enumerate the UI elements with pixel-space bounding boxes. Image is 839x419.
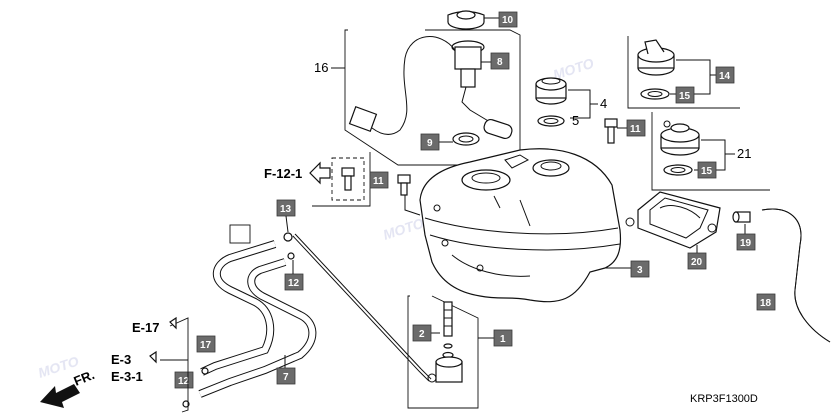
callout-12-a[interactable]	[284, 273, 304, 291]
diagram-code: KRP3F1300D	[690, 393, 758, 405]
callout-7-label: 7	[283, 372, 289, 383]
breather-tube-17	[200, 240, 277, 376]
callout-12-b[interactable]	[174, 371, 194, 389]
locking-cap-14	[637, 39, 675, 76]
callout-2[interactable]	[412, 324, 432, 342]
frame-21	[651, 112, 770, 191]
callout-12-b-label: 12	[178, 376, 190, 387]
frame-14	[627, 36, 740, 109]
callout-10[interactable]	[498, 11, 518, 28]
callout-15-b[interactable]	[697, 161, 717, 179]
ref-f12-1[interactable]: F-12-1	[264, 166, 302, 181]
watermark: MOTO	[381, 215, 426, 243]
front-label: FR.	[72, 367, 97, 389]
callout-12-a-label: 12	[288, 278, 300, 289]
label-16: 16	[314, 60, 328, 75]
filler-cap-4	[535, 77, 567, 105]
callout-18-label: 18	[760, 298, 772, 309]
pump-seal	[452, 132, 480, 146]
callout-3-label: 3	[637, 265, 643, 276]
clip-13	[283, 232, 293, 242]
frame-1	[407, 295, 479, 409]
label-21: 21	[737, 146, 751, 161]
callout-17[interactable]	[196, 335, 216, 353]
locking-cap-21	[660, 120, 700, 156]
filler-seal-5	[537, 115, 565, 127]
ref-e-3-1[interactable]: E-3-1	[111, 369, 143, 384]
bolt-11-b	[397, 174, 411, 196]
joint-19	[732, 211, 751, 223]
callout-7[interactable]	[276, 367, 296, 385]
callout-10-label: 10	[502, 15, 514, 26]
callout-17-label: 17	[200, 340, 212, 351]
callout-20-label: 20	[691, 257, 703, 268]
drain-hose-18	[761, 208, 831, 343]
callout-1[interactable]	[493, 329, 513, 347]
clip-12-a	[287, 252, 295, 260]
ref-e-17[interactable]: E-17	[132, 320, 159, 335]
pump-cap	[447, 10, 485, 30]
callout-20[interactable]	[687, 252, 707, 270]
callout-11-a-label: 11	[373, 176, 384, 187]
callout-3[interactable]	[630, 260, 650, 278]
bolt-11-c	[604, 118, 618, 144]
callout-15-b-label: 15	[701, 166, 713, 177]
bolt-11-a	[341, 167, 355, 191]
callout-8-label: 8	[497, 57, 503, 68]
callout-1-label: 1	[500, 334, 506, 345]
cap-seal-15-a	[640, 88, 670, 100]
blank-box	[229, 224, 251, 244]
callout-19[interactable]	[736, 233, 756, 251]
tank-tray	[625, 191, 721, 249]
ref-arrow-icon	[309, 161, 331, 185]
fuel-valve	[427, 301, 463, 383]
callout-9[interactable]	[420, 133, 440, 151]
callout-2-label: 2	[419, 329, 425, 340]
callout-8[interactable]	[490, 52, 510, 70]
callout-18[interactable]	[756, 293, 776, 311]
bolt-dashed-box	[331, 157, 365, 201]
breather-tube-7	[198, 258, 317, 398]
callout-19-label: 19	[740, 238, 752, 249]
e-ref-bracket	[169, 317, 189, 413]
fuel-pump	[348, 36, 513, 140]
callout-14-label: 14	[719, 71, 731, 82]
label-5: 5	[572, 113, 579, 128]
callout-11-a[interactable]	[369, 171, 389, 189]
callout-15-a-label: 15	[679, 91, 691, 102]
callout-9-label: 9	[427, 138, 433, 149]
callout-14[interactable]	[715, 66, 735, 84]
callout-11-b[interactable]	[626, 119, 646, 137]
callout-15-a[interactable]	[675, 86, 695, 104]
front-arrow-icon	[40, 384, 80, 408]
ref-bracket	[312, 152, 371, 207]
fuel-tank	[419, 148, 622, 303]
label-4: 4	[600, 96, 607, 111]
callout-13-label: 13	[280, 204, 292, 215]
callout-11-b-label: 11	[630, 124, 641, 135]
ref-e-3[interactable]: E-3	[111, 352, 131, 367]
cap-seal-15-b	[663, 164, 693, 176]
